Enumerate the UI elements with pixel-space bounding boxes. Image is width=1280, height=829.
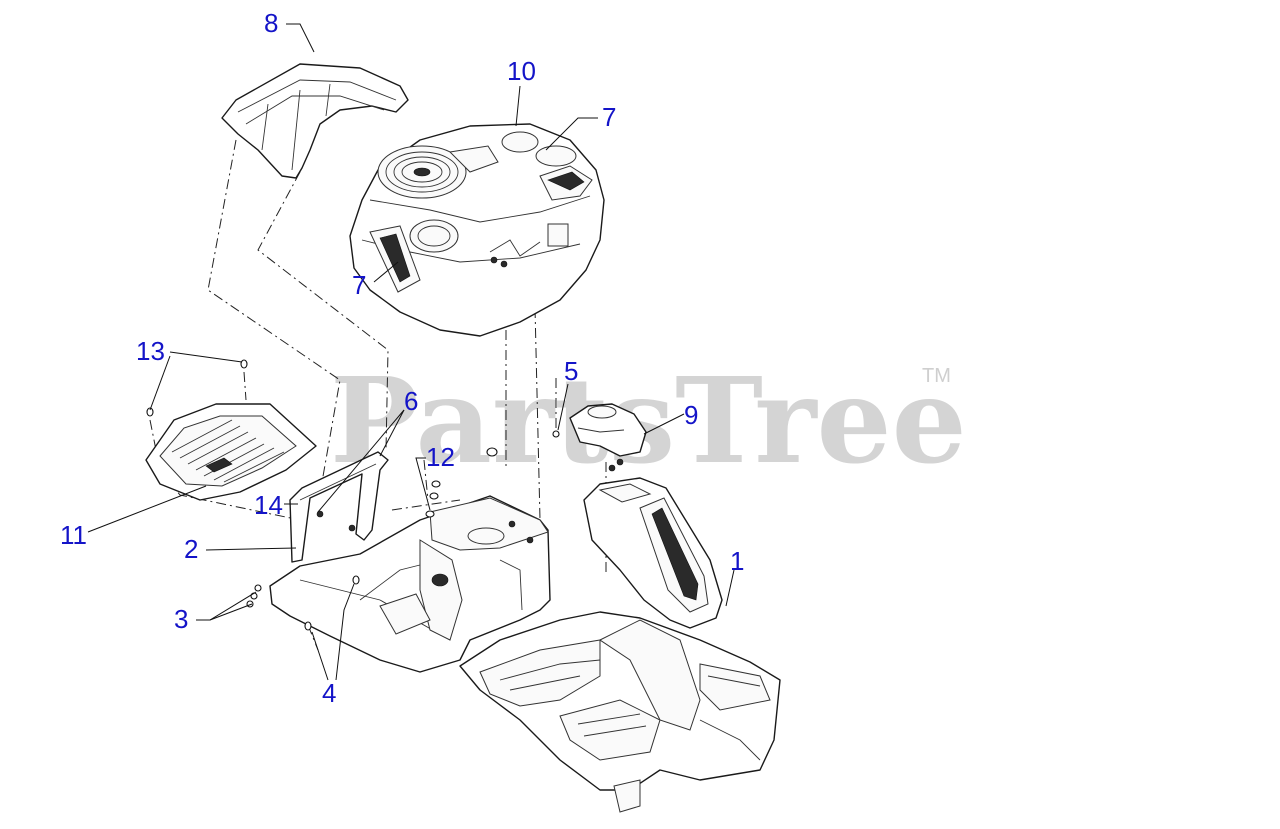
callout-7-right[interactable]: 7	[602, 102, 616, 132]
callout-2[interactable]: 2	[184, 534, 198, 564]
callout-9[interactable]: 9	[684, 400, 698, 430]
callout-7-left[interactable]: 7	[352, 270, 366, 300]
callout-8[interactable]: 8	[264, 8, 278, 38]
callout-5[interactable]: 5	[564, 356, 578, 386]
part-11-floor-plate[interactable]	[145, 403, 317, 501]
engine-fan-grille	[377, 145, 467, 199]
floor-plate-slots	[171, 419, 285, 483]
main-frame	[269, 495, 551, 673]
cup-holder-right	[535, 145, 577, 167]
callout-3[interactable]: 3	[174, 604, 188, 634]
callout-11[interactable]: 11	[60, 520, 87, 550]
callout-4[interactable]: 4	[322, 678, 336, 708]
part-4-bolts[interactable]	[304, 575, 360, 631]
part-1-steering-pedestal[interactable]	[583, 477, 723, 629]
partstree-watermark: PartsTree	[330, 351, 967, 490]
part-3-bolts[interactable]	[246, 584, 262, 608]
part-9-steering-cover[interactable]	[569, 403, 647, 472]
part-2-seat-bracket[interactable]	[289, 451, 389, 563]
callout-6[interactable]: 6	[404, 386, 418, 416]
part-10-dash-console[interactable]	[349, 123, 605, 337]
cup-holder-left	[501, 131, 539, 153]
callout-1[interactable]: 1	[730, 546, 744, 576]
part-5-screw[interactable]	[552, 430, 560, 438]
grommet	[486, 447, 498, 457]
part-8-shroud-cover[interactable]	[221, 63, 409, 179]
callout-numbers: 8 10 7 7 13 5 6 9 12 14 11 2 1 3 4	[60, 8, 744, 708]
callout-14[interactable]: 14	[254, 490, 283, 520]
hardware-fasteners	[146, 359, 560, 631]
trademark-mark: TM	[922, 365, 951, 387]
part-12-nuts[interactable]	[425, 480, 441, 518]
part-1-footwell[interactable]	[459, 611, 781, 813]
callout-10[interactable]: 10	[507, 56, 536, 86]
callout-13[interactable]: 13	[136, 336, 165, 366]
callout-12[interactable]: 12	[426, 442, 455, 472]
part-13-screw[interactable]	[146, 359, 248, 417]
callout-leader-lines	[87, 23, 735, 681]
